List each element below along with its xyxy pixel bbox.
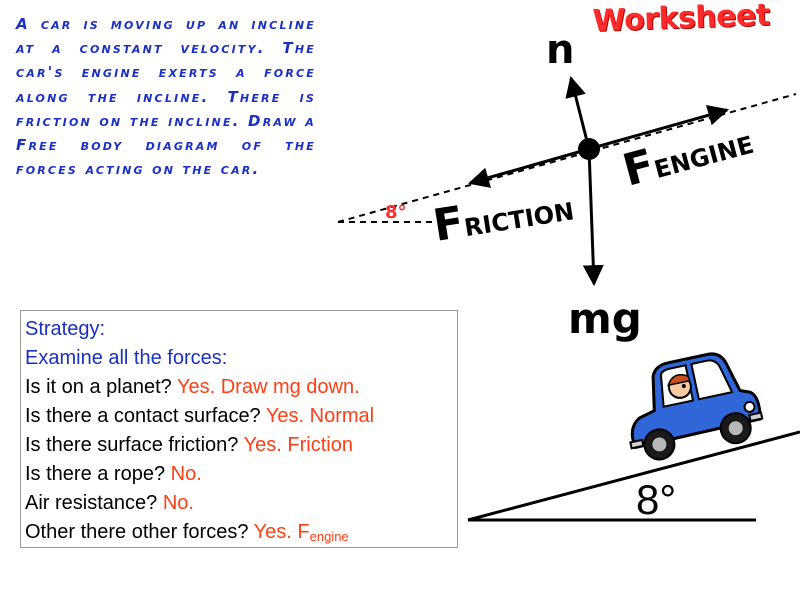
strategy-answer: No. xyxy=(162,492,194,514)
strategy-item: Is there a contact surface? Yes. Normal xyxy=(25,402,457,431)
svg-text:FRICTION: FRICTION xyxy=(430,179,577,251)
strategy-item: Air resistance? No. xyxy=(25,489,457,518)
incline-surface xyxy=(467,430,800,522)
strategy-answer: Yes. Draw mg down. xyxy=(176,376,360,398)
friction-force-arrow xyxy=(467,147,590,188)
strategy-question: Is there a contact surface? xyxy=(25,405,261,427)
strategy-answer: No. xyxy=(170,463,202,485)
gravity-force-label: mg xyxy=(568,294,642,343)
normal-force-label: n xyxy=(546,27,574,73)
strategy-question: Air resistance? xyxy=(25,492,158,514)
strategy-subheading: Examine all the forces: xyxy=(25,347,228,369)
diagram-angle-label: 8° xyxy=(385,202,407,223)
strategy-answer: Yes. Friction xyxy=(243,434,353,456)
problem-statement: A car is moving up an incline at a const… xyxy=(16,15,316,179)
svg-text:FENGINE: FENGINE xyxy=(618,113,758,196)
strategy-heading: Strategy: xyxy=(25,318,106,340)
normal-force-arrow xyxy=(565,75,591,150)
object-point xyxy=(578,138,600,160)
strategy-question: Other there other forces? xyxy=(25,521,249,543)
strategy-question: Is there surface friction? xyxy=(25,434,239,456)
strategy-item: Is there a rope? No. xyxy=(25,460,457,489)
strategy-answer-subscript: engine xyxy=(309,529,349,544)
gravity-force-arrow xyxy=(582,148,604,287)
strategy-question: Is it on a planet? xyxy=(25,376,172,398)
strategy-item: Other there other forces? Yes. Fengine xyxy=(25,518,457,551)
strategy-item: Is there surface friction? Yes. Friction xyxy=(25,431,457,460)
engine-force-label: FENGINE xyxy=(618,113,758,197)
engine-label-sub: ENGINE xyxy=(651,131,756,184)
friction-force-label: FRICTION xyxy=(430,179,577,252)
cartoon-car-icon xyxy=(629,352,764,461)
incline-angle-label: 8° xyxy=(636,476,676,523)
strategy-question: Is there a rope? xyxy=(25,463,166,485)
strategy-box: Strategy: Examine all the forces: Is it … xyxy=(20,310,458,548)
strategy-answer: Yes. F xyxy=(253,521,310,543)
strategy-answer: Yes. Normal xyxy=(265,405,375,427)
friction-label-sub: RICTION xyxy=(462,197,576,242)
strategy-item: Is it on a planet? Yes. Draw mg down. xyxy=(25,373,457,402)
friction-label-main: F xyxy=(430,197,468,252)
engine-force-arrow xyxy=(588,105,730,151)
